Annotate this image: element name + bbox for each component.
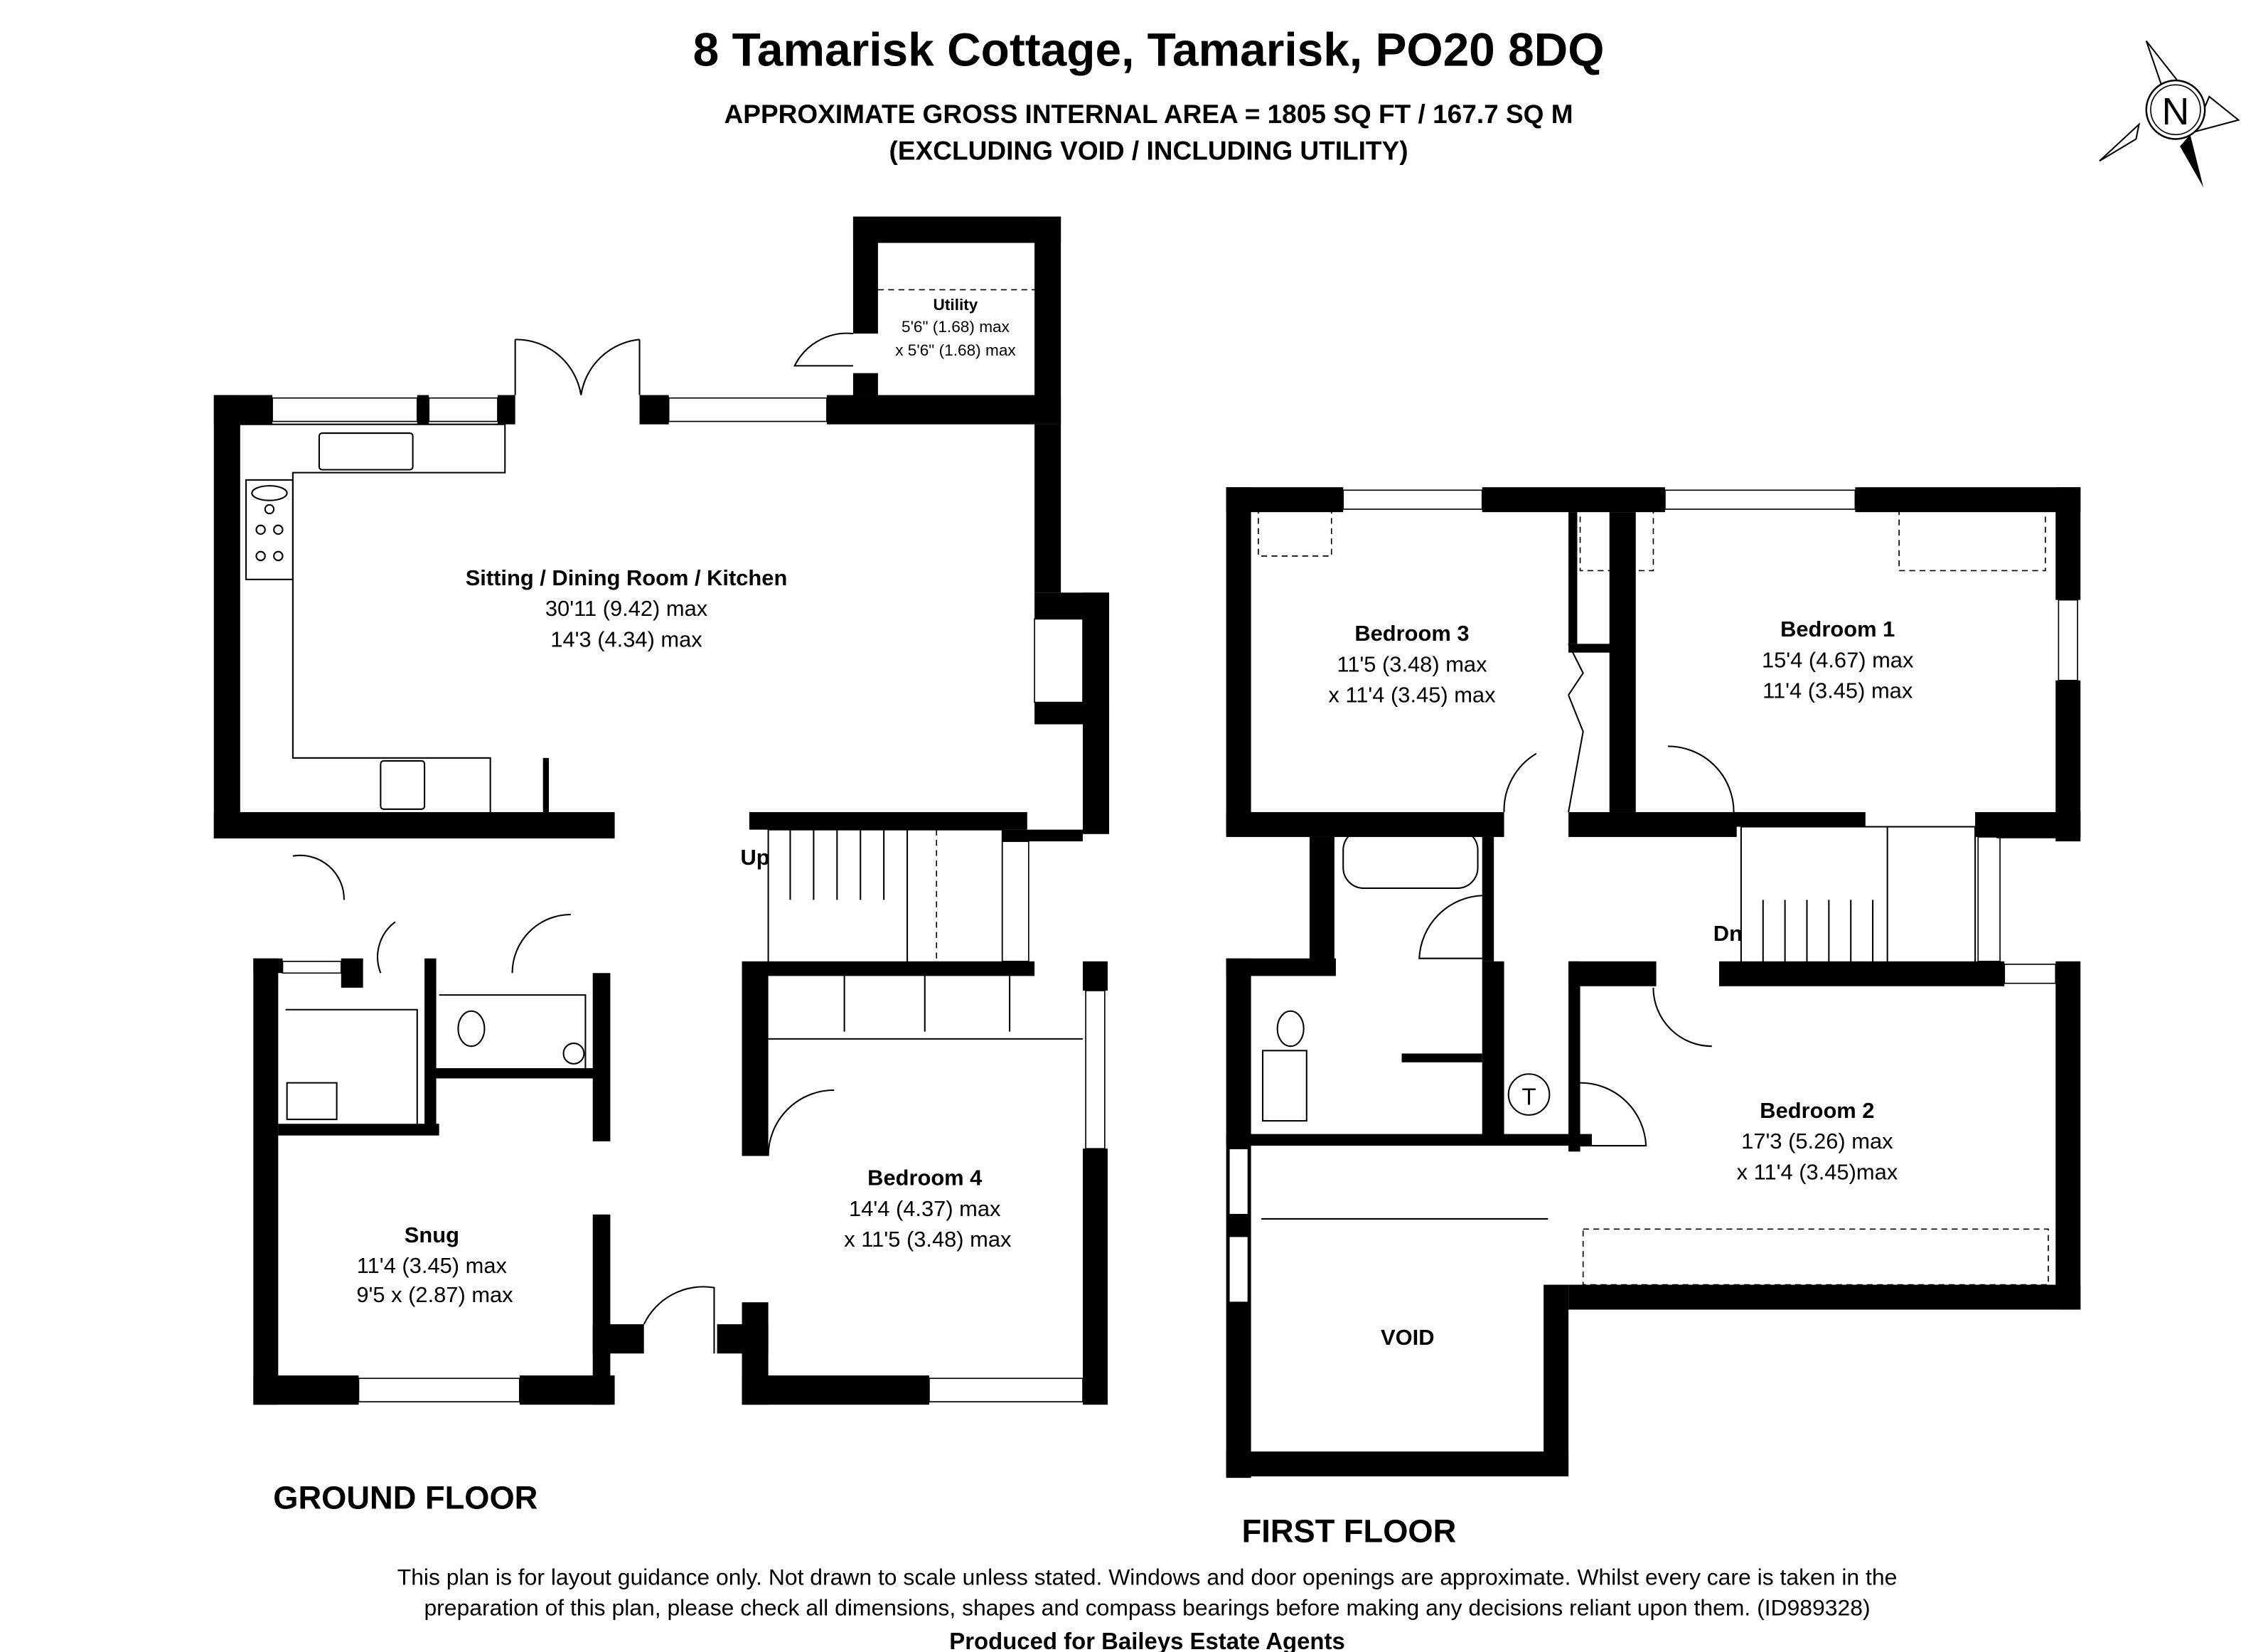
room-dimension: x 11'4 (3.45) max <box>1328 683 1496 708</box>
first-floor-stairs <box>1740 826 2057 967</box>
room-dimension: x 5'6" (1.68) max <box>895 341 1016 359</box>
room-dimension: 11'4 (3.45) max <box>1762 678 1913 703</box>
room-bedroom-2: Bedroom 2 17'3 (5.26) max x 11'4 (3.45)m… <box>1737 1098 1898 1184</box>
property-title: 8 Tamarisk Cottage, Tamarisk, PO20 8DQ <box>693 23 1605 76</box>
compass-icon: N <box>2099 40 2240 188</box>
room-dimension: 9'5 x (2.87) max <box>356 1282 513 1307</box>
area-note: (EXCLUDING VOID / INCLUDING UTILITY) <box>889 135 1408 165</box>
room-bedroom-3: Bedroom 3 11'5 (3.48) max x 11'4 (3.45) … <box>1328 621 1496 707</box>
first-floor-label: FIRST FLOOR <box>1242 1513 1457 1550</box>
void-label: VOID <box>1381 1325 1434 1350</box>
room-name: Snug <box>405 1222 459 1247</box>
room-dimension: 30'11 (9.42) max <box>545 596 708 621</box>
room-dimension: 14'4 (4.37) max <box>849 1196 1001 1221</box>
room-dimension: x 11'5 (3.48) max <box>844 1227 1012 1252</box>
ground-stairs <box>767 828 1083 970</box>
room-name: Bedroom 1 <box>1780 617 1895 641</box>
room-snug: Snug 11'4 (3.45) max 9'5 x (2.87) max <box>356 1222 513 1307</box>
room-bedroom-4: Bedroom 4 14'4 (4.37) max x 11'5 (3.48) … <box>844 1166 1012 1252</box>
disclaimer-line-1: This plan is for layout guidance only. N… <box>397 1564 1898 1589</box>
room-sitting-dining-kitchen: Sitting / Dining Room / Kitchen 30'11 (9… <box>466 565 788 651</box>
gross-area: APPROXIMATE GROSS INTERNAL AREA = 1805 S… <box>724 99 1573 129</box>
first-floor-plan: Dn T <box>1226 487 2081 1478</box>
room-dimension: 5'6" (1.68) max <box>902 318 1010 336</box>
ground-floor-label: GROUND FLOOR <box>273 1479 537 1515</box>
room-dimension: x 11'4 (3.45)max <box>1737 1159 1898 1184</box>
disclaimer-line-2: preparation of this plan, please check a… <box>424 1595 1870 1621</box>
room-name: Utility <box>934 296 978 314</box>
stairs-up-label: Up <box>741 845 770 870</box>
room-dimension: 11'5 (3.48) max <box>1337 651 1487 676</box>
room-dimension: 11'4 (3.45) max <box>357 1253 508 1278</box>
stairs-down-label: Dn <box>1713 921 1743 946</box>
room-dimension: 17'3 (5.26) max <box>1741 1129 1893 1153</box>
room-utility: Utility 5'6" (1.68) max x 5'6" (1.68) ma… <box>895 296 1016 359</box>
tank-label: T <box>1521 1083 1536 1109</box>
room-dimension: 14'3 (4.34) max <box>550 627 702 651</box>
room-name: Bedroom 3 <box>1354 621 1469 646</box>
room-name: Bedroom 4 <box>867 1166 982 1190</box>
produced-for: Produced for Baileys Estate Agents <box>949 1628 1345 1652</box>
room-name: Bedroom 2 <box>1760 1098 1874 1123</box>
room-dimension: 15'4 (4.67) max <box>1762 647 1914 672</box>
compass-north-label: N <box>2162 91 2190 133</box>
room-bedroom-1: Bedroom 1 15'4 (4.67) max 11'4 (3.45) ma… <box>1762 617 1914 703</box>
ground-floor-plan: Up <box>213 216 1110 1405</box>
room-name: Sitting / Dining Room / Kitchen <box>466 565 788 590</box>
